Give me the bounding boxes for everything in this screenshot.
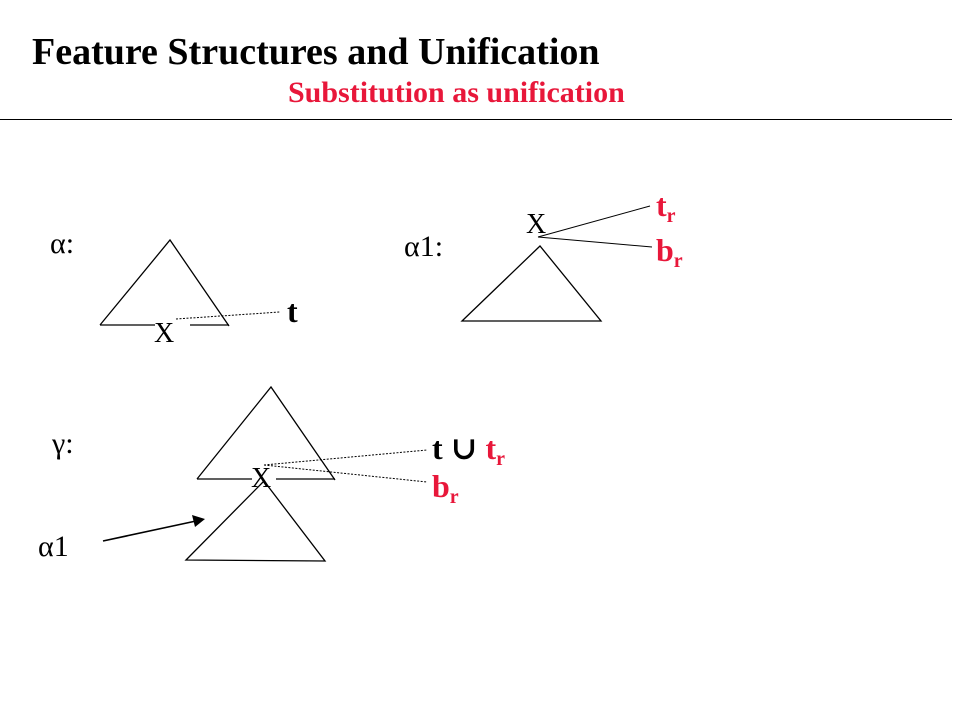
alpha1-tree-group: α1: X tr br <box>404 187 683 322</box>
alpha-feature-connector <box>175 311 281 320</box>
gamma-lower-triangle <box>184 480 327 562</box>
alpha-label: α: <box>50 227 74 260</box>
gamma-alpha1-label: α1 <box>38 530 69 563</box>
alpha1-bottom-feature: br <box>656 232 683 272</box>
gamma-top-feature: t∪tr <box>432 430 505 470</box>
alpha-node-x: X <box>154 318 174 349</box>
alpha-feature-t: t <box>287 293 298 329</box>
alpha-tree-triangle <box>99 238 230 327</box>
gamma-upper-triangle <box>196 385 336 481</box>
gamma-tree-group: γ: X t∪tr br α1 <box>38 385 505 563</box>
alpha1-node-x: X <box>526 209 546 240</box>
alpha1-top-feature: tr <box>656 187 676 227</box>
gamma-bottom-feature: br <box>432 468 459 508</box>
alpha1-top-connector <box>537 205 651 238</box>
slide-title: Feature Structures and Unification <box>32 31 600 73</box>
alpha1-bottom-connector <box>537 236 653 248</box>
substitution-arrow-shaft <box>102 520 197 542</box>
gamma-bottom-connector <box>263 464 428 483</box>
substitution-arrow-head <box>192 515 205 527</box>
slide-subtitle: Substitution as unification <box>288 76 625 109</box>
alpha1-tree-triangle <box>460 245 603 322</box>
title-divider <box>0 119 952 120</box>
gamma-label: γ: <box>51 427 74 460</box>
gamma-top-connector <box>263 449 428 466</box>
gamma-node-x: X <box>251 463 271 494</box>
alpha-tree-group: α: X t <box>50 227 298 349</box>
alpha1-label: α1: <box>404 230 443 263</box>
